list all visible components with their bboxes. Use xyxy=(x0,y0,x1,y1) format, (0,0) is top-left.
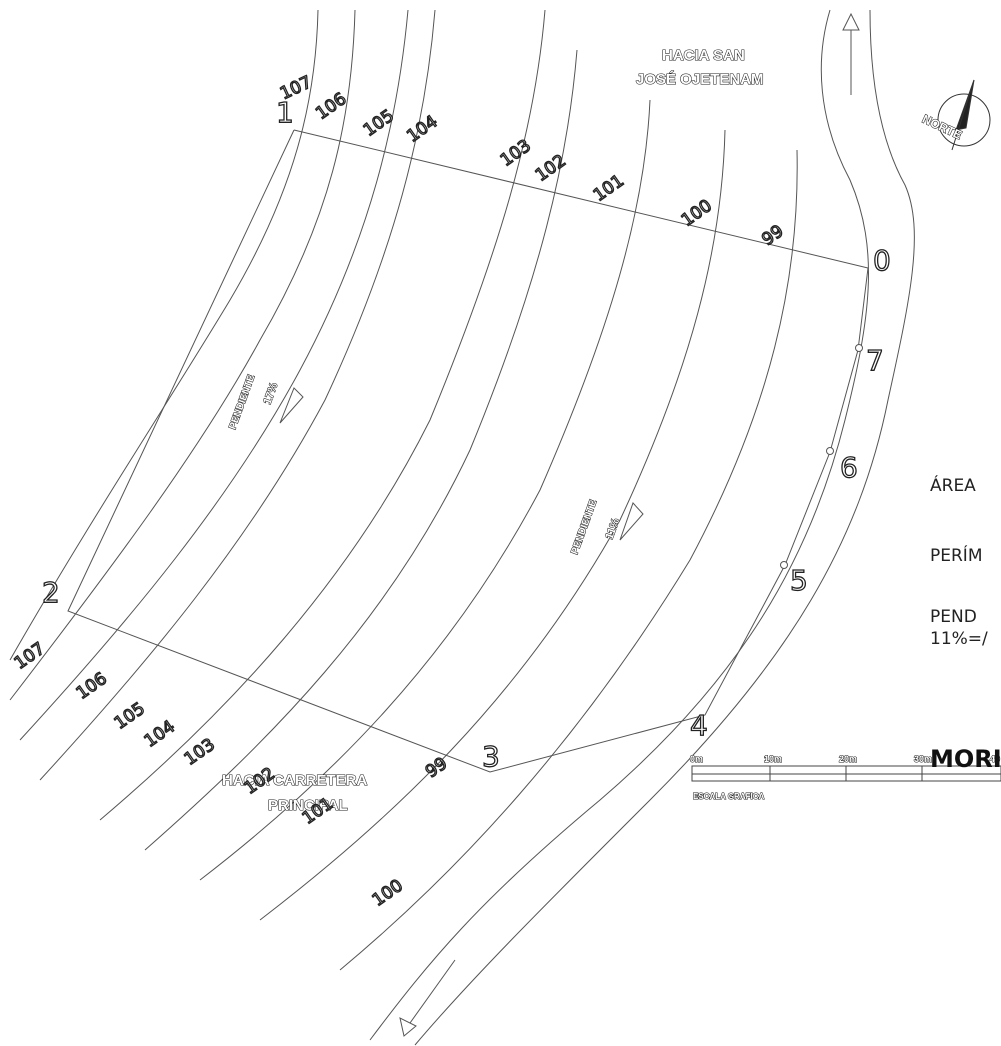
road-arrow-bottom-shaft xyxy=(404,959,456,1031)
road xyxy=(369,9,915,1046)
contour-left-label: 100 xyxy=(369,876,407,911)
contour-top-label: 100 xyxy=(678,196,716,231)
vertex-marker-6 xyxy=(826,447,834,455)
contour-top-label: 102 xyxy=(532,151,570,186)
boundary-line xyxy=(67,129,869,773)
info-area-label: ÁREA xyxy=(930,476,976,496)
vertex-label-5: 5 xyxy=(790,564,808,597)
contour-left-label: 107 xyxy=(11,639,49,674)
vertex-label-3: 3 xyxy=(482,740,500,773)
north-arrow-needle xyxy=(955,79,975,131)
road-arrow-bottom-head xyxy=(399,1017,417,1037)
vertex-label-2: 2 xyxy=(42,576,60,609)
info-slope-line1: PEND xyxy=(930,607,977,627)
slope-a-triangle xyxy=(279,387,304,424)
contour-left-label: 104 xyxy=(141,717,179,752)
slope-b-triangle xyxy=(619,502,644,541)
contour-top-label: 104 xyxy=(403,112,441,147)
vertex-label-6: 6 xyxy=(840,451,858,484)
scale-caption: ESCALA GRAFICA xyxy=(693,792,764,801)
dest-top-line2: JOSÉ OJETENAM xyxy=(636,71,764,88)
scale-tick-0: 0m xyxy=(690,754,703,764)
slope-a-value: 17% xyxy=(262,381,281,406)
slope-a-label: PENDIENTE xyxy=(227,373,257,431)
contour-line xyxy=(339,149,798,971)
contour-line xyxy=(144,49,578,851)
contour-top-label: 99 xyxy=(758,221,787,250)
dest-bottom-line2: PRINCIPAL xyxy=(268,797,348,814)
contour-line xyxy=(259,129,726,921)
contour-top-label: 103 xyxy=(497,136,535,171)
slope-b-value: 11% xyxy=(604,517,623,541)
contour-left-label: 105 xyxy=(111,699,149,734)
north-arrow xyxy=(937,79,991,151)
slope-marker-a: PENDIENTE 17% xyxy=(227,373,304,432)
contour-top-label: 105 xyxy=(360,106,398,141)
scale-tick-40: 40 xyxy=(990,754,1000,764)
scale-tick-20: 20m xyxy=(839,754,857,764)
vertex-marker-7 xyxy=(855,344,863,352)
vertex-label-0: 0 xyxy=(873,244,891,277)
contour-line xyxy=(199,99,651,881)
info-perimeter-label: PERÍM xyxy=(930,546,983,566)
contour-left-label: 99 xyxy=(422,754,451,783)
plan-title: MORI xyxy=(930,745,1001,773)
info-slope-line2: 11%=/ xyxy=(930,629,988,649)
contour-left-label: 103 xyxy=(181,735,219,770)
contour-line xyxy=(99,9,546,821)
dest-bottom-line1: HACIA CARRETERA xyxy=(222,772,367,789)
contour-left-label: 106 xyxy=(73,669,111,704)
dest-top-line1: HACIA SAN xyxy=(662,47,745,64)
contour-left-label: 102 xyxy=(241,764,279,799)
vertex-label-4: 4 xyxy=(690,709,708,742)
road-edge-right xyxy=(414,9,915,1046)
contour-line xyxy=(19,9,409,741)
road-edge-left xyxy=(369,9,869,1041)
graphic-scale xyxy=(691,765,1001,782)
road-arrow-top-head xyxy=(842,12,860,31)
contour-line xyxy=(39,9,436,781)
vertex-marker-5 xyxy=(780,561,788,569)
vertex-label-7: 7 xyxy=(866,344,884,377)
contours xyxy=(9,9,798,971)
vertex-label-1: 1 xyxy=(276,96,294,129)
scale-tick-10: 10m xyxy=(764,754,782,764)
slope-b-label: PENDIENTE xyxy=(569,498,599,556)
slope-marker-b: PENDIENTE 11% xyxy=(569,498,644,557)
contour-line xyxy=(9,9,356,701)
contour-top-label: 101 xyxy=(590,171,628,206)
scale-tick-30: 30m xyxy=(914,754,932,764)
contour-line xyxy=(9,9,319,661)
